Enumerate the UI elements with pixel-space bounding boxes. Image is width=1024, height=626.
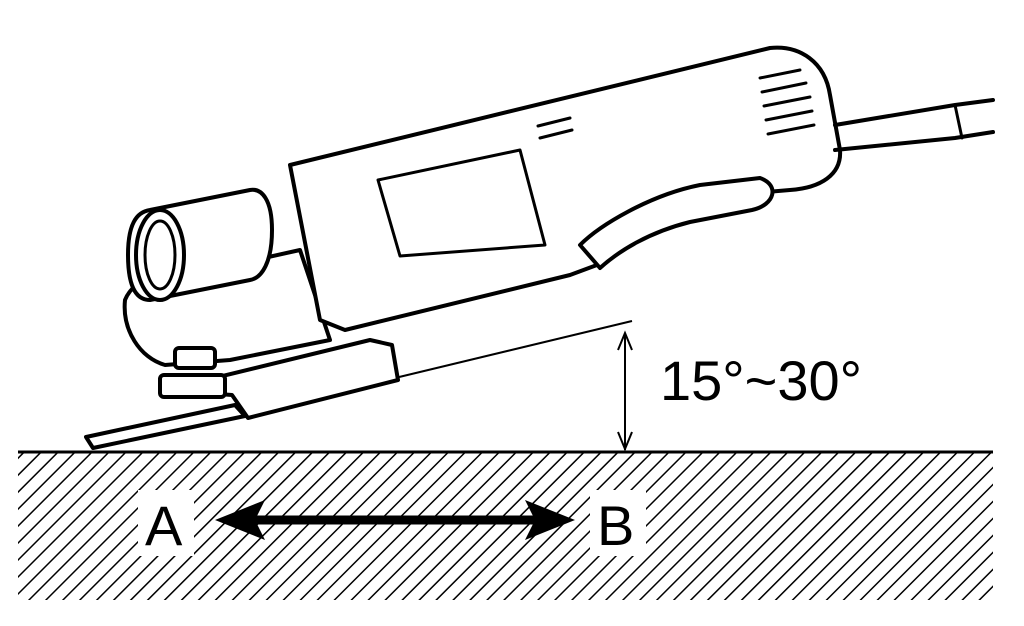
angle-grinder-illustration <box>84 45 995 450</box>
label-a-backdrop <box>138 490 194 556</box>
handle-grip <box>578 176 775 270</box>
angle-range-label: 15°~30° <box>660 349 862 412</box>
vent-slots <box>536 68 816 140</box>
grinding-disc <box>84 403 247 450</box>
label-b-backdrop <box>590 490 646 556</box>
angle-guide <box>394 320 633 452</box>
switch-panel <box>376 148 547 258</box>
wheel-guard <box>163 338 400 420</box>
direction-label-b: B <box>597 494 634 557</box>
motion-arrow <box>215 500 575 540</box>
power-cord <box>833 98 995 127</box>
direction-label-a: A <box>145 494 183 557</box>
